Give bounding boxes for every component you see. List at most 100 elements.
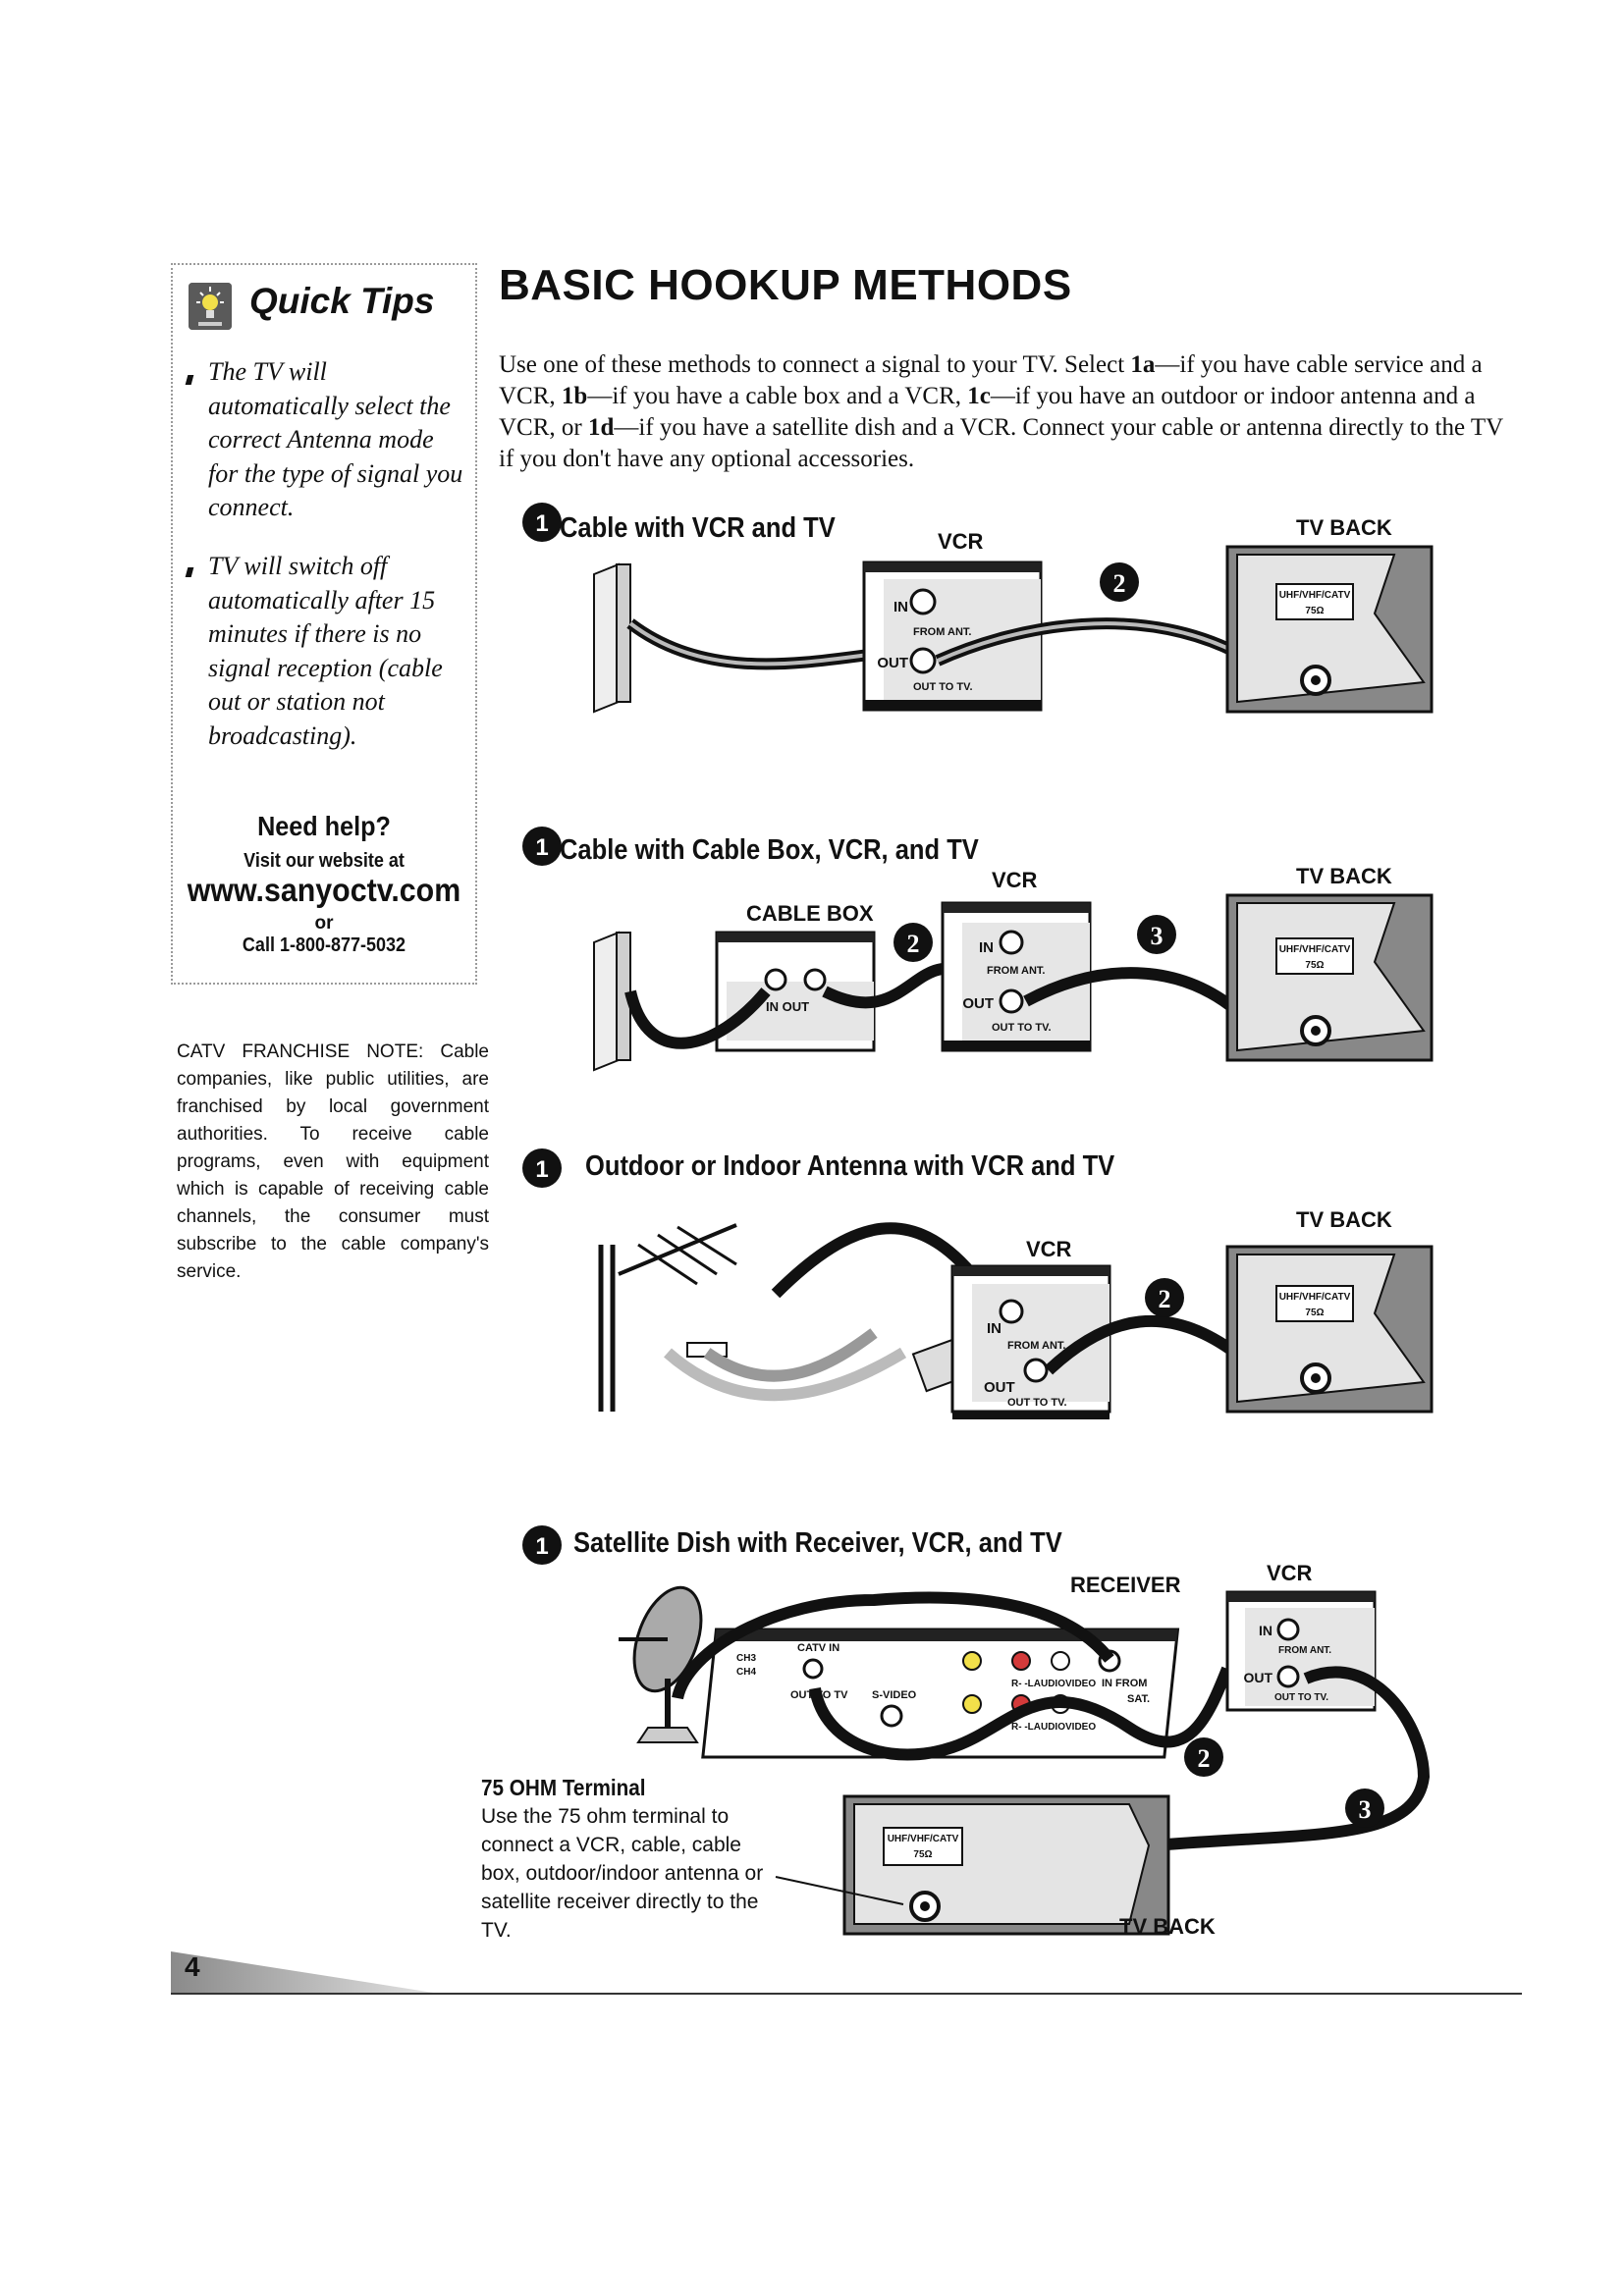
page-number: 4 bbox=[185, 1951, 200, 1982]
catv-in-label: CATV IN bbox=[797, 1642, 839, 1654]
intro-key-1c: 1c bbox=[967, 383, 991, 409]
intro-text: Use one of these methods to connect a si… bbox=[499, 351, 1131, 378]
from-ant-label: FROM ANT. bbox=[987, 965, 1045, 977]
help-visit-text: Visit our website at bbox=[244, 850, 405, 872]
out-to-tv-label: OUT TO TV. bbox=[1274, 1692, 1328, 1703]
vcr-out-label: OUT bbox=[984, 1379, 1015, 1396]
tv-back-label: TV BACK bbox=[1119, 1914, 1216, 1939]
intro-text: —if you have a cable box and a VCR, bbox=[587, 383, 968, 409]
ch4-label: CH4 bbox=[736, 1667, 756, 1678]
tip-text-2: TV will switch off automatically after 1… bbox=[208, 552, 443, 750]
satellite-dish-icon bbox=[619, 1585, 703, 1743]
tv-back-label: TV BACK bbox=[1296, 864, 1392, 888]
ohm-label: 75Ω bbox=[913, 1849, 932, 1860]
callout-line bbox=[775, 1876, 904, 1905]
vcr-out-label: OUT bbox=[877, 655, 908, 671]
step-2-badge-icon bbox=[1100, 562, 1139, 602]
coax-cable bbox=[1044, 1314, 1239, 1375]
step-3-badge-icon bbox=[1137, 915, 1176, 954]
vcr-label: VCR bbox=[938, 529, 984, 554]
svg-text:2: 2 bbox=[1159, 1285, 1171, 1313]
svg-text:2: 2 bbox=[907, 930, 920, 958]
svg-text:2: 2 bbox=[1113, 569, 1126, 598]
coax-cable bbox=[771, 1222, 977, 1299]
intro-text: —if you have cable service and a VCR, bbox=[499, 351, 1483, 409]
website-link[interactable]: www.sanyoctv.com bbox=[187, 872, 461, 908]
terminal-title: 75 OHM Terminal bbox=[481, 1775, 646, 1800]
vcr-label: VCR bbox=[1267, 1561, 1313, 1585]
intro-key-1b: 1b bbox=[561, 383, 588, 409]
ohm-label: 75Ω bbox=[1305, 606, 1324, 616]
diagram-1d: RECEIVER CH3 CH4 CATV IN OUT TO TV S-VID… bbox=[619, 1561, 1431, 1939]
lightbulb-icon bbox=[189, 283, 232, 330]
svg-text:1: 1 bbox=[535, 1156, 548, 1183]
step-1b-badge-icon: 1 bbox=[522, 827, 562, 866]
vcr-in-label: IN bbox=[979, 939, 994, 956]
wall-outlet-icon bbox=[593, 562, 620, 714]
section-1b-title: Cable with Cable Box, VCR, and TV bbox=[560, 834, 979, 866]
section-1a-title: Cable with VCR and TV bbox=[560, 512, 836, 544]
coax-cable bbox=[624, 988, 771, 1049]
uhf-label: UHF/VHF/CATV bbox=[1279, 1292, 1351, 1303]
uhf-label: UHF/VHF/CATV bbox=[888, 1834, 959, 1844]
tv-back-label: TV BACK bbox=[1296, 1207, 1392, 1232]
help-or-text: or bbox=[314, 913, 334, 934]
page-number-tab bbox=[171, 1951, 446, 1995]
svg-text:1: 1 bbox=[535, 510, 548, 537]
section-1d-title: Satellite Dish with Receiver, VCR, and T… bbox=[573, 1527, 1062, 1559]
in-from-label: IN FROM bbox=[1102, 1678, 1147, 1689]
vcr-out-label: OUT bbox=[962, 995, 994, 1012]
svg-text:2: 2 bbox=[1198, 1744, 1211, 1773]
diagram-1c: VCR IN FROM ANT. OUT OUT TO TV. 2 TV BAC… bbox=[598, 1207, 1434, 1419]
diagram-1a: IN FROM ANT. OUT OUT TO TV. VCR 2 UHF/VH… bbox=[593, 515, 1434, 714]
svg-text:1: 1 bbox=[535, 834, 548, 861]
from-ant-label: FROM ANT. bbox=[1007, 1340, 1065, 1352]
receiver-label: RECEIVER bbox=[1070, 1573, 1181, 1597]
vcr-out-label: OUT bbox=[1243, 1670, 1272, 1685]
intro-text: —if you have a satellite dish and a VCR.… bbox=[499, 414, 1503, 472]
audio-video-label: R- -LAUDIOVIDEO bbox=[1011, 1679, 1096, 1689]
step-2-badge-icon bbox=[1184, 1737, 1223, 1777]
uhf-label: UHF/VHF/CATV bbox=[1279, 590, 1351, 601]
from-ant-label: FROM ANT. bbox=[913, 626, 971, 638]
step-1c-badge-icon: 1 bbox=[522, 1148, 562, 1188]
cable-box-label: CABLE BOX bbox=[746, 901, 874, 926]
footer-rule bbox=[171, 1993, 1522, 1995]
tv-back-label: TV BACK bbox=[1296, 515, 1392, 540]
audio-video-label-2: R- -LAUDIOVIDEO bbox=[1011, 1722, 1096, 1733]
vcr-label: VCR bbox=[992, 868, 1038, 892]
step-1a-badge-icon: 1 bbox=[522, 503, 562, 542]
quick-tips-title: Quick Tips bbox=[249, 281, 435, 321]
antenna-icon bbox=[598, 1223, 737, 1412]
vcr-in-label: IN bbox=[1259, 1623, 1272, 1638]
quick-tips-panel bbox=[171, 263, 477, 985]
coax-cable bbox=[1023, 967, 1241, 1016]
svg-text:3: 3 bbox=[1359, 1795, 1372, 1824]
sat-label: SAT. bbox=[1127, 1693, 1150, 1705]
terminal-description: Use the 75 ohm terminal to connect a VCR… bbox=[481, 1805, 764, 1942]
ohm-label: 75Ω bbox=[1305, 960, 1324, 971]
vcr-in-label: IN bbox=[987, 1320, 1001, 1337]
svideo-label: S-VIDEO bbox=[872, 1689, 917, 1701]
diagram-1b: CABLE BOX IN OUT 2 VCR IN FROM ANT. OUT … bbox=[593, 864, 1434, 1072]
ohm-label: 75Ω bbox=[1305, 1308, 1324, 1318]
catv-franchise-note: CATV FRANCHISE NOTE: Cable companies, li… bbox=[177, 1041, 489, 1282]
coax-cable bbox=[672, 1591, 1114, 1700]
vcr-label: VCR bbox=[1026, 1237, 1072, 1261]
step-2-badge-icon bbox=[893, 923, 933, 962]
out-to-tv-label: OUT TO TV. bbox=[1007, 1397, 1067, 1409]
from-ant-label: FROM ANT. bbox=[1278, 1645, 1331, 1656]
intro-paragraph: Use one of these methods to connect a si… bbox=[499, 349, 1524, 475]
ch3-label: CH3 bbox=[736, 1653, 756, 1664]
intro-key-1d: 1d bbox=[587, 414, 615, 441]
page-title: BASIC HOOKUP METHODS bbox=[499, 261, 1072, 309]
section-1c-title: Outdoor or Indoor Antenna with VCR and T… bbox=[585, 1150, 1115, 1182]
in-out-label: IN OUT bbox=[766, 999, 809, 1014]
step-3-badge-icon bbox=[1345, 1789, 1384, 1828]
step-2-badge-icon bbox=[1145, 1278, 1184, 1317]
intro-text: —if you have an outdoor or indoor antenn… bbox=[499, 383, 1476, 441]
help-heading: Need help? bbox=[257, 811, 391, 841]
wall-outlet-icon bbox=[593, 931, 620, 1072]
tip-text-1: The TV will automatically select the cor… bbox=[208, 357, 463, 521]
phone-number: Call 1-800-877-5032 bbox=[242, 934, 406, 956]
